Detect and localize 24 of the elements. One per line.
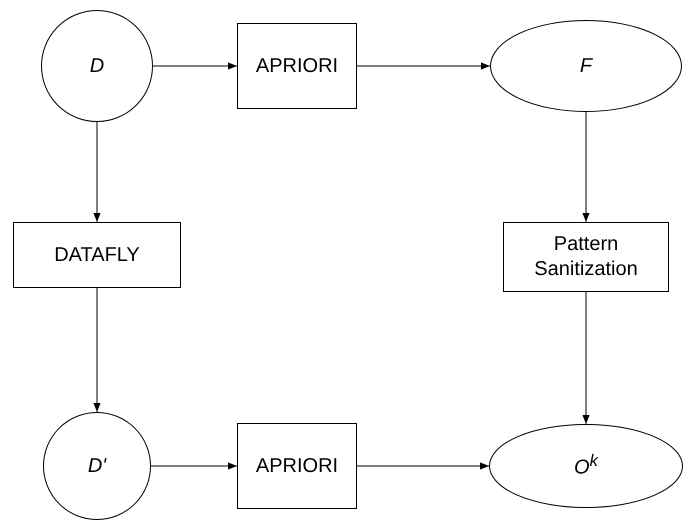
- arrow: [150, 462, 238, 470]
- arrow: [356, 462, 490, 470]
- node-label: O$^{k}$: [574, 451, 598, 481]
- data-circle: [41, 10, 153, 122]
- data-ellipse: [489, 424, 683, 508]
- arrow: [152, 62, 238, 70]
- data-ellipse: [490, 20, 682, 112]
- process-box: [503, 222, 669, 292]
- data-circle: [43, 412, 151, 520]
- arrow: [93, 288, 101, 412]
- process-box: [13, 222, 181, 288]
- node-label: Pattern Sanitization: [533, 232, 639, 282]
- arrow: [356, 62, 490, 70]
- process-box: [237, 423, 357, 509]
- node-label: DATAFLY: [54, 242, 140, 268]
- process-box: [237, 23, 357, 109]
- node-label: APRIORI: [256, 54, 338, 78]
- arrow: [582, 112, 590, 222]
- arrow: [93, 122, 101, 222]
- node-label: F: [580, 54, 592, 78]
- node-label: D: [90, 54, 104, 78]
- arrow: [582, 292, 590, 424]
- node-label: APRIORI: [256, 454, 338, 478]
- node-label: D': [88, 454, 106, 478]
